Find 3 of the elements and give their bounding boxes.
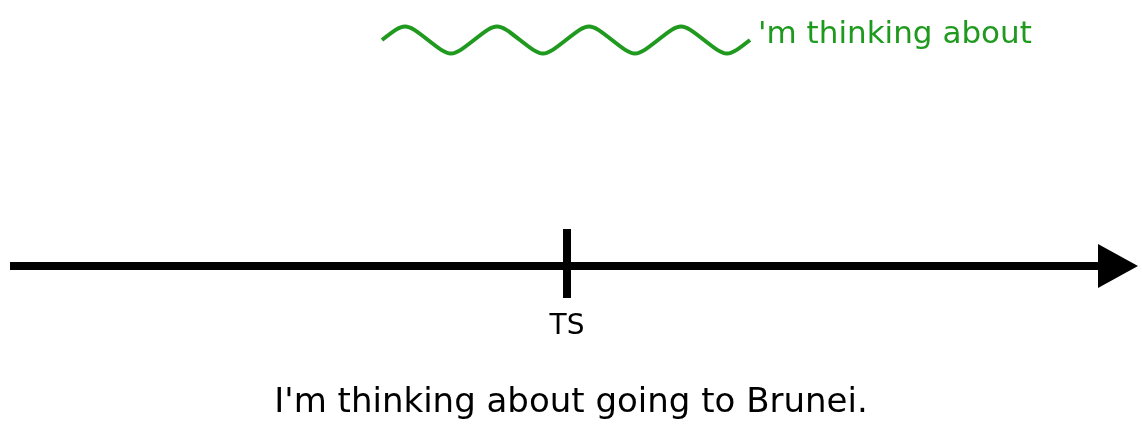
example-sentence: I'm thinking about going to Brunei. bbox=[273, 379, 869, 422]
tense-label: 'm thinking about bbox=[758, 13, 1032, 52]
tick-label: TS bbox=[548, 307, 586, 343]
